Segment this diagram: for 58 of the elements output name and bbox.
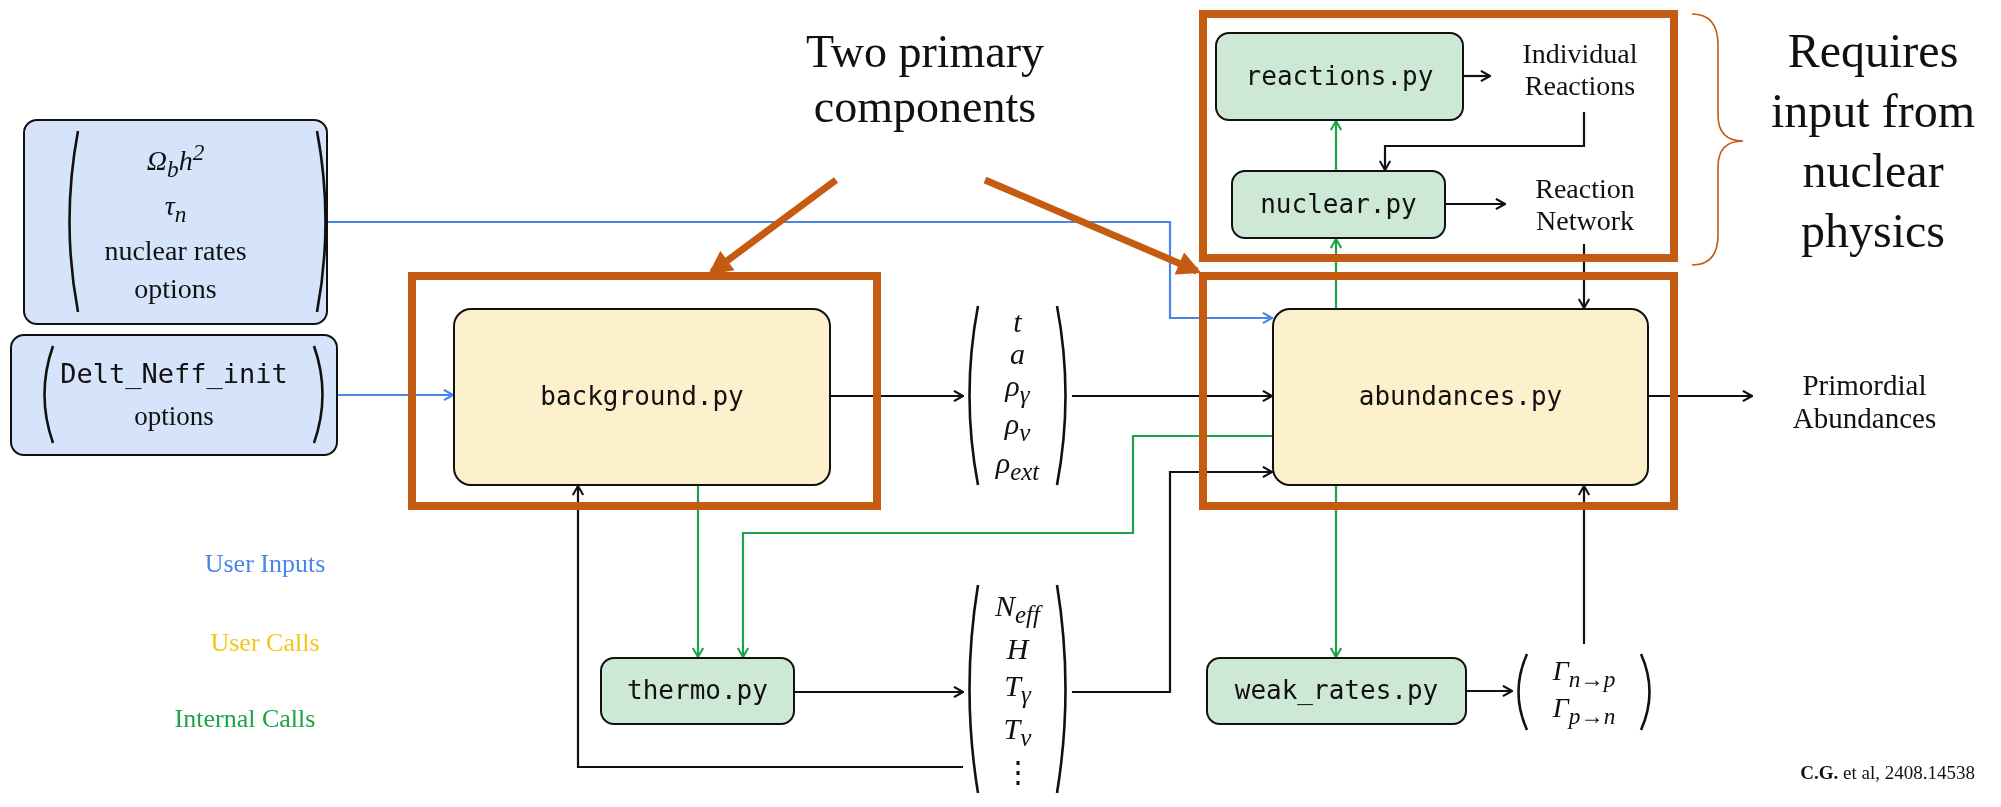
module-box: thermo.py xyxy=(600,657,795,725)
annotation-arrow xyxy=(983,176,1202,275)
arrow xyxy=(338,388,455,402)
arrow xyxy=(1577,244,1591,310)
highlight-frame xyxy=(408,272,881,510)
legend-entry: User Calls xyxy=(209,627,321,659)
module-box: background.py xyxy=(453,308,831,486)
arrow xyxy=(1467,684,1514,698)
annotation-arrow xyxy=(708,177,839,275)
input-card xyxy=(10,334,338,456)
arrow xyxy=(1378,112,1586,172)
annotation-text: Two primary components xyxy=(760,24,1090,180)
vector-entry: ⋮ xyxy=(1002,756,1033,788)
arrow xyxy=(1072,465,1274,694)
module-box: reactions.py xyxy=(1215,32,1464,121)
vector-entry: Delt_Neff_init xyxy=(60,359,288,389)
highlight-frame xyxy=(1199,10,1678,262)
vector-entry: Γ$_{p→n}$ xyxy=(1552,692,1616,729)
citation-text: C.G. et al, 2408.14538 xyxy=(1799,762,1975,784)
arrow xyxy=(1464,69,1492,83)
arrow xyxy=(1329,237,1343,308)
vector-entry: T$_{ν}$ xyxy=(1003,713,1032,752)
vector-entry: H xyxy=(1006,633,1029,665)
vector-entry: a xyxy=(1010,337,1025,370)
arrow xyxy=(831,389,965,403)
vector-entry: τ$_{n}$ xyxy=(164,191,187,227)
legend-entry: User Inputs xyxy=(203,548,327,580)
module-box: weak_rates.py xyxy=(1206,657,1467,725)
arrow xyxy=(691,486,705,659)
vector-entry: t xyxy=(1013,306,1022,338)
output-label: Reaction Network xyxy=(1505,166,1665,244)
arrow xyxy=(795,685,965,699)
output-label: Primordial Abundances xyxy=(1752,360,1977,444)
module-box: nuclear.py xyxy=(1231,170,1446,239)
output-label: Individual Reactions xyxy=(1490,28,1670,112)
vector-entry: nuclear rates xyxy=(104,235,247,265)
vector-entry: options xyxy=(134,401,214,431)
arrow xyxy=(736,434,1272,659)
vector-entry: ρ$_{ν}$ xyxy=(1004,408,1031,447)
arrow xyxy=(1577,484,1591,644)
vector-entry: T$_{γ}$ xyxy=(1004,669,1031,709)
module-box: abundances.py xyxy=(1272,308,1649,486)
vector-entry: options xyxy=(134,274,217,304)
arrow xyxy=(328,220,1274,325)
vector-entry: Γ$_{n→p}$ xyxy=(1552,655,1616,691)
arrow xyxy=(1649,389,1754,403)
vector-entry: Ω$_{b}$h$^{2}$ xyxy=(146,140,205,182)
arrow xyxy=(571,484,963,769)
side-note: Requires input from nuclear physics xyxy=(1770,23,1976,259)
highlight-frame xyxy=(1199,272,1678,510)
legend-entry: Internal Calls xyxy=(173,703,317,735)
arrow xyxy=(1072,389,1274,403)
vector-entry: ρ$_{ext}$ xyxy=(995,446,1040,485)
arrow xyxy=(1329,486,1343,659)
input-card xyxy=(23,119,328,325)
arrow xyxy=(1329,119,1343,170)
vector-entry: ρ$_{γ}$ xyxy=(1005,369,1030,408)
arrow xyxy=(1446,197,1507,211)
